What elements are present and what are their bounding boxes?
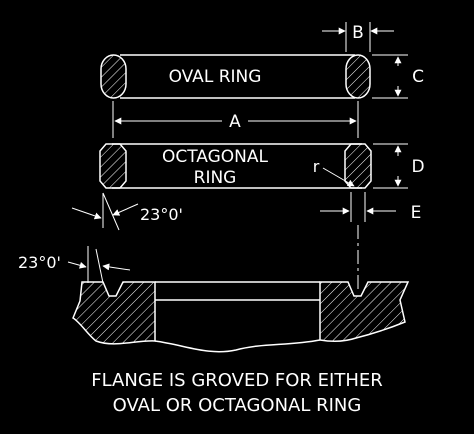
dimension-e: E: [320, 192, 421, 223]
caption-line2: OVAL OR OCTAGONAL RING: [113, 395, 362, 416]
angle-lower-arrow-right: [102, 263, 131, 271]
e-label: E: [411, 203, 422, 223]
angle-lower-arrow-left: [67, 261, 87, 269]
a-label: A: [229, 112, 241, 132]
oval-ring: OVAL RING: [100, 54, 371, 99]
oval-ring-right-section: [345, 54, 371, 99]
angle-upper-label: 23°0': [140, 205, 183, 224]
caption-line1: FLANGE IS GROVED FOR EITHER: [91, 370, 383, 391]
angle-upper-arrow-right: [112, 203, 139, 216]
angle-lower-label: 23°0': [18, 253, 61, 272]
radius-callout: r: [313, 157, 355, 187]
angle-upper-arrow-left: [71, 207, 102, 220]
r-leader: [322, 167, 355, 187]
dimension-d: D: [373, 143, 425, 189]
dimension-c: C: [372, 54, 424, 99]
angle-lower: 23°0': [18, 246, 131, 284]
angle-lower-slant: [95, 248, 104, 284]
d-label: D: [411, 157, 424, 177]
angle-upper: 23°0': [71, 192, 183, 231]
octagonal-ring-label-line1: OCTAGONAL: [162, 147, 269, 167]
octagonal-ring-left-section: [99, 143, 127, 189]
octagonal-ring: OCTAGONAL RING: [99, 143, 372, 189]
angle-upper-slant: [102, 192, 120, 231]
flange-right-section: [319, 281, 410, 343]
octagonal-ring-label-line2: RING: [194, 168, 237, 188]
dimension-a: A: [112, 101, 359, 138]
r-label: r: [313, 157, 320, 176]
dimension-b: B: [322, 22, 394, 52]
c-label: C: [412, 67, 424, 87]
oval-ring-label: OVAL RING: [169, 67, 262, 87]
b-label: B: [352, 23, 364, 43]
flange-left-section: [72, 281, 156, 345]
octagonal-ring-right-section: [344, 143, 372, 189]
flange-section: [72, 281, 410, 353]
flange-bore-break-line: [154, 339, 321, 353]
oval-ring-left-section: [100, 54, 127, 99]
